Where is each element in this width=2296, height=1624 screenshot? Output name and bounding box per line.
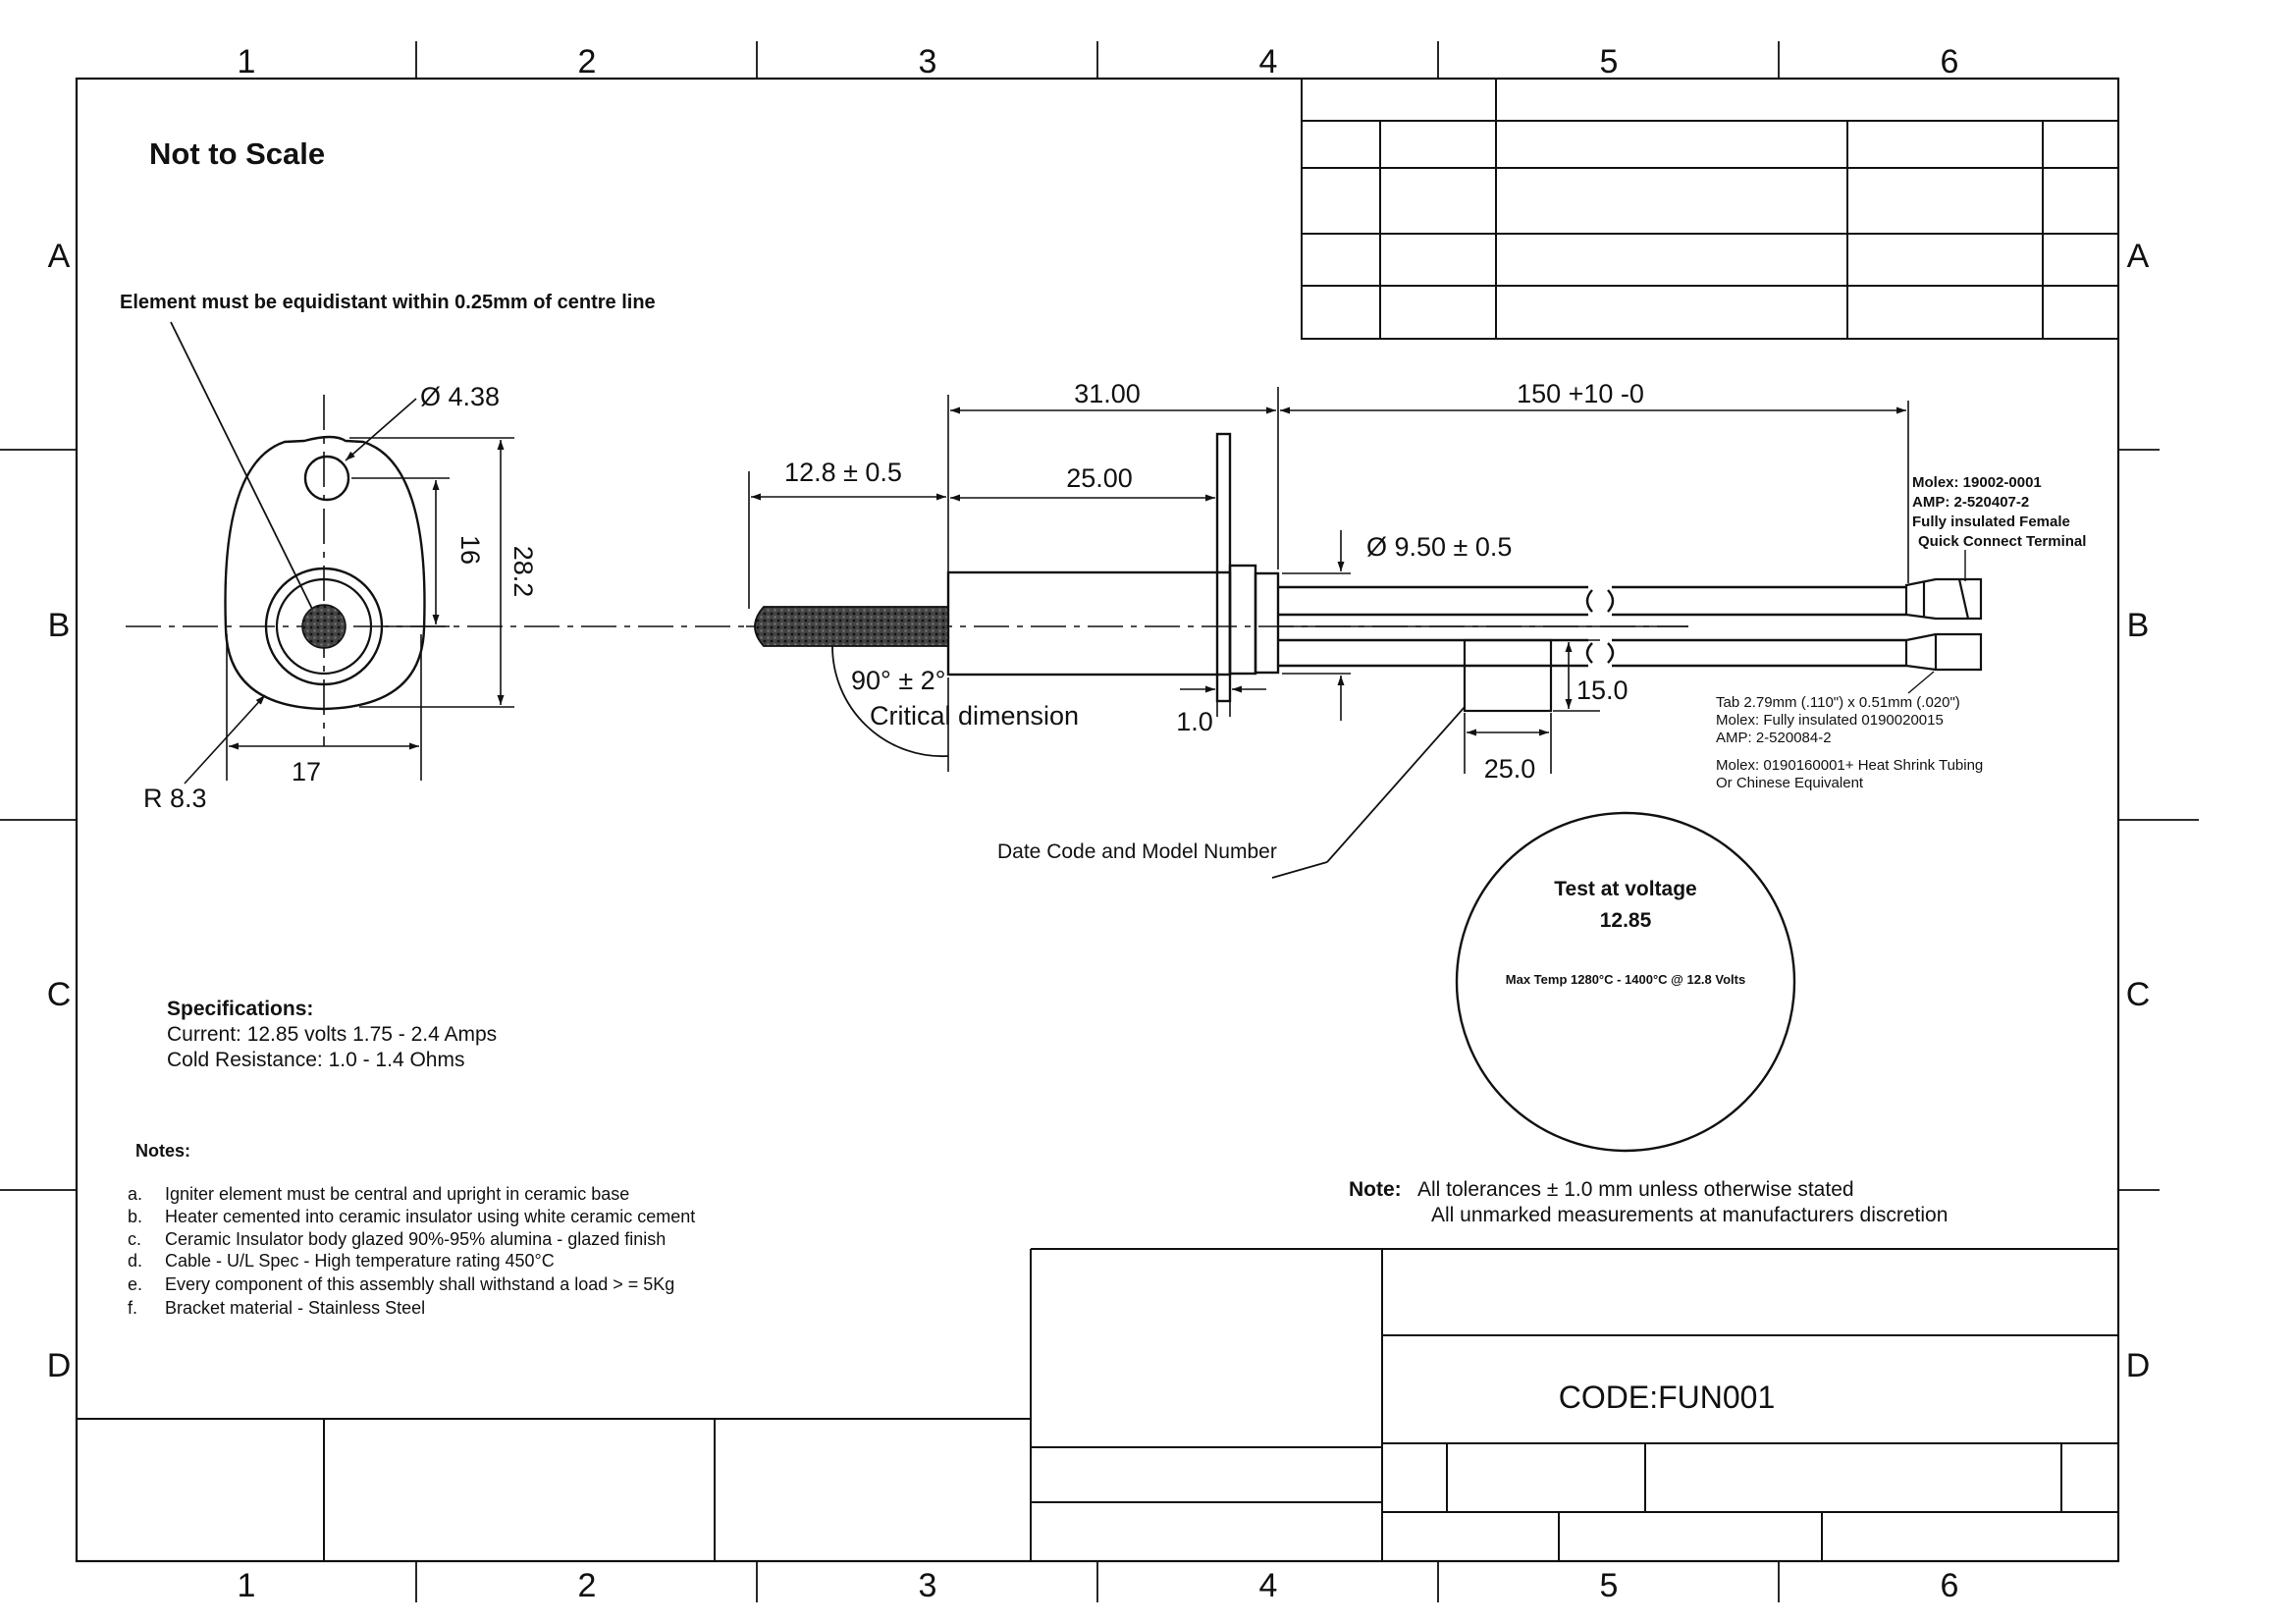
column-label: 6 xyxy=(1941,43,1959,81)
sleeve-collar xyxy=(1228,564,1257,676)
row-label: A xyxy=(2127,238,2150,275)
title-block: CODE:FUN001 xyxy=(77,1248,2118,1561)
note-text: Igniter element must be central and upri… xyxy=(165,1184,629,1204)
note-letter: b. xyxy=(128,1207,142,1226)
tolerance-line: All tolerances ± 1.0 mm unless otherwise… xyxy=(1417,1178,1854,1201)
specification-line: Current: 12.85 volts 1.75 - 2.4 Amps xyxy=(167,1023,497,1046)
tab-terminal xyxy=(1904,632,1983,672)
ceramic-base-outline xyxy=(224,435,426,711)
insulator-body xyxy=(946,570,1232,677)
date-code-box xyxy=(1463,638,1553,713)
date-code-label: Date Code and Model Number xyxy=(997,840,1277,863)
tip-length-dim: 12.8 ± 0.5 xyxy=(784,458,902,487)
width-dim: 17 xyxy=(292,757,321,786)
tolerance-line: All unmarked measurements at manufacture… xyxy=(1431,1204,1948,1226)
sleeve-step xyxy=(1254,571,1280,675)
tolerance-label: Note: xyxy=(1349,1178,1402,1201)
flange-thickness-dim: 1.0 xyxy=(1176,707,1213,736)
side-view: 12.8 ± 0.5 31.00 25.00 150 +10 -0 Ø 9.50… xyxy=(746,379,1983,879)
notes: Notes: a. Igniter element must be centra… xyxy=(128,1141,695,1318)
drawing-code: CODE:FUN001 xyxy=(1559,1380,1776,1415)
end-view: Ø 4.38 16 28.2 17 R 8.3 xyxy=(126,382,746,813)
female-terminal xyxy=(1904,577,1983,621)
note-text: Every component of this assembly shall w… xyxy=(165,1274,674,1294)
note-letter: f. xyxy=(128,1298,137,1318)
row-label: B xyxy=(48,607,71,644)
label-height-dim: 15.0 xyxy=(1576,676,1629,705)
row-label: D xyxy=(47,1347,72,1384)
tab-note-line: AMP: 2-520084-2 xyxy=(1716,730,1832,746)
tab-note-line: Tab 2.79mm (.110") x 0.51mm (.020") xyxy=(1716,694,1960,711)
critical-dimension-label: Critical dimension xyxy=(870,701,1079,731)
test-max-temp: Max Temp 1280°C - 1400°C @ 12.8 Volts xyxy=(1506,972,1745,987)
column-label: 4 xyxy=(1259,43,1278,81)
row-label: D xyxy=(2126,1347,2151,1384)
overall-height-dim: 28.2 xyxy=(508,546,538,598)
tolerance-note: Note: All tolerances ± 1.0 mm unless oth… xyxy=(1349,1178,1948,1226)
insulator-inner xyxy=(275,577,373,676)
scale-note: Not to Scale xyxy=(149,136,325,171)
body-length-dim: 25.00 xyxy=(1066,463,1133,493)
notes-title: Notes: xyxy=(135,1141,190,1161)
column-label: 2 xyxy=(578,43,597,81)
specification-line: Cold Resistance: 1.0 - 1.4 Ohms xyxy=(167,1049,464,1071)
row-label: B xyxy=(2127,607,2150,644)
note-letter: d. xyxy=(128,1251,142,1271)
cable-length-dim: 150 +10 -0 xyxy=(1517,379,1644,408)
row-label: C xyxy=(2126,976,2151,1013)
test-voltage-circle: Test at voltage 12.85 Max Temp 1280°C - … xyxy=(1455,811,1796,1153)
terminal-note-line: Molex: 19002-0001 xyxy=(1912,474,2042,491)
flange-offset-dim: 31.00 xyxy=(1074,379,1141,408)
revision-table xyxy=(1301,78,2119,340)
element-note: Element must be equidistant within 0.25m… xyxy=(120,292,656,313)
column-label: 1 xyxy=(238,43,256,81)
shrink-note-line: Or Chinese Equivalent xyxy=(1716,775,1864,791)
column-label: 3 xyxy=(919,43,937,81)
note-text: Bracket material - Stainless Steel xyxy=(165,1298,425,1318)
note-text: Cable - U/L Spec - High temperature rati… xyxy=(165,1251,555,1271)
row-label: C xyxy=(47,976,72,1013)
test-voltage: 12.85 xyxy=(1600,909,1652,932)
hole-spacing-dim: 16 xyxy=(455,535,485,565)
radius-dim: R 8.3 xyxy=(143,784,207,813)
note-text: Ceramic Insulator body glazed 90%-95% al… xyxy=(165,1229,666,1249)
shrink-note-line: Molex: 0190160001+ Heat Shrink Tubing xyxy=(1716,757,1983,774)
note-letter: e. xyxy=(128,1274,142,1294)
note-letter: c. xyxy=(128,1229,141,1249)
test-title: Test at voltage xyxy=(1554,878,1696,900)
heater-element xyxy=(301,604,347,649)
hole-diameter-dim: Ø 4.38 xyxy=(420,382,500,411)
column-label: 2 xyxy=(578,1567,597,1604)
row-label: A xyxy=(48,238,71,275)
terminal-note-line: Quick Connect Terminal xyxy=(1918,533,2086,550)
column-label: 1 xyxy=(238,1567,256,1604)
note-letter: a. xyxy=(128,1184,142,1204)
column-label: 4 xyxy=(1259,1567,1278,1604)
specifications-title: Specifications: xyxy=(167,998,313,1020)
hole-diameter-leader xyxy=(345,398,417,461)
column-label: 5 xyxy=(1600,43,1619,81)
element-note-leader xyxy=(170,321,313,610)
column-label: 5 xyxy=(1600,1567,1619,1604)
insulator-outer xyxy=(264,567,384,686)
specifications: Specifications: Current: 12.85 volts 1.7… xyxy=(167,998,497,1071)
igniter-tip xyxy=(754,606,949,647)
radius-leader xyxy=(184,694,266,785)
note-text: Heater cemented into ceramic insulator u… xyxy=(165,1207,695,1226)
terminal-note-line: Fully insulated Female xyxy=(1912,514,2070,530)
bracket-flange xyxy=(1215,432,1232,703)
tip-angle-arc xyxy=(831,645,949,758)
drawing-frame: 1 2 3 4 5 6 1 2 3 4 5 6 A B C D A B C D xyxy=(0,41,2199,1604)
tab-note-line: Molex: Fully insulated 0190020015 xyxy=(1716,712,1944,729)
tip-angle-dim: 90° ± 2° xyxy=(851,666,945,695)
mounting-hole xyxy=(303,455,350,502)
sleeve-diameter-dim: Ø 9.50 ± 0.5 xyxy=(1366,532,1512,562)
terminal-notes: Molex: 19002-0001 AMP: 2-520407-2 Fully … xyxy=(1716,474,2086,791)
label-width-dim: 25.0 xyxy=(1484,754,1536,784)
column-label: 6 xyxy=(1941,1567,1959,1604)
terminal-note-line: AMP: 2-520407-2 xyxy=(1912,494,2029,511)
column-label: 3 xyxy=(919,1567,937,1604)
